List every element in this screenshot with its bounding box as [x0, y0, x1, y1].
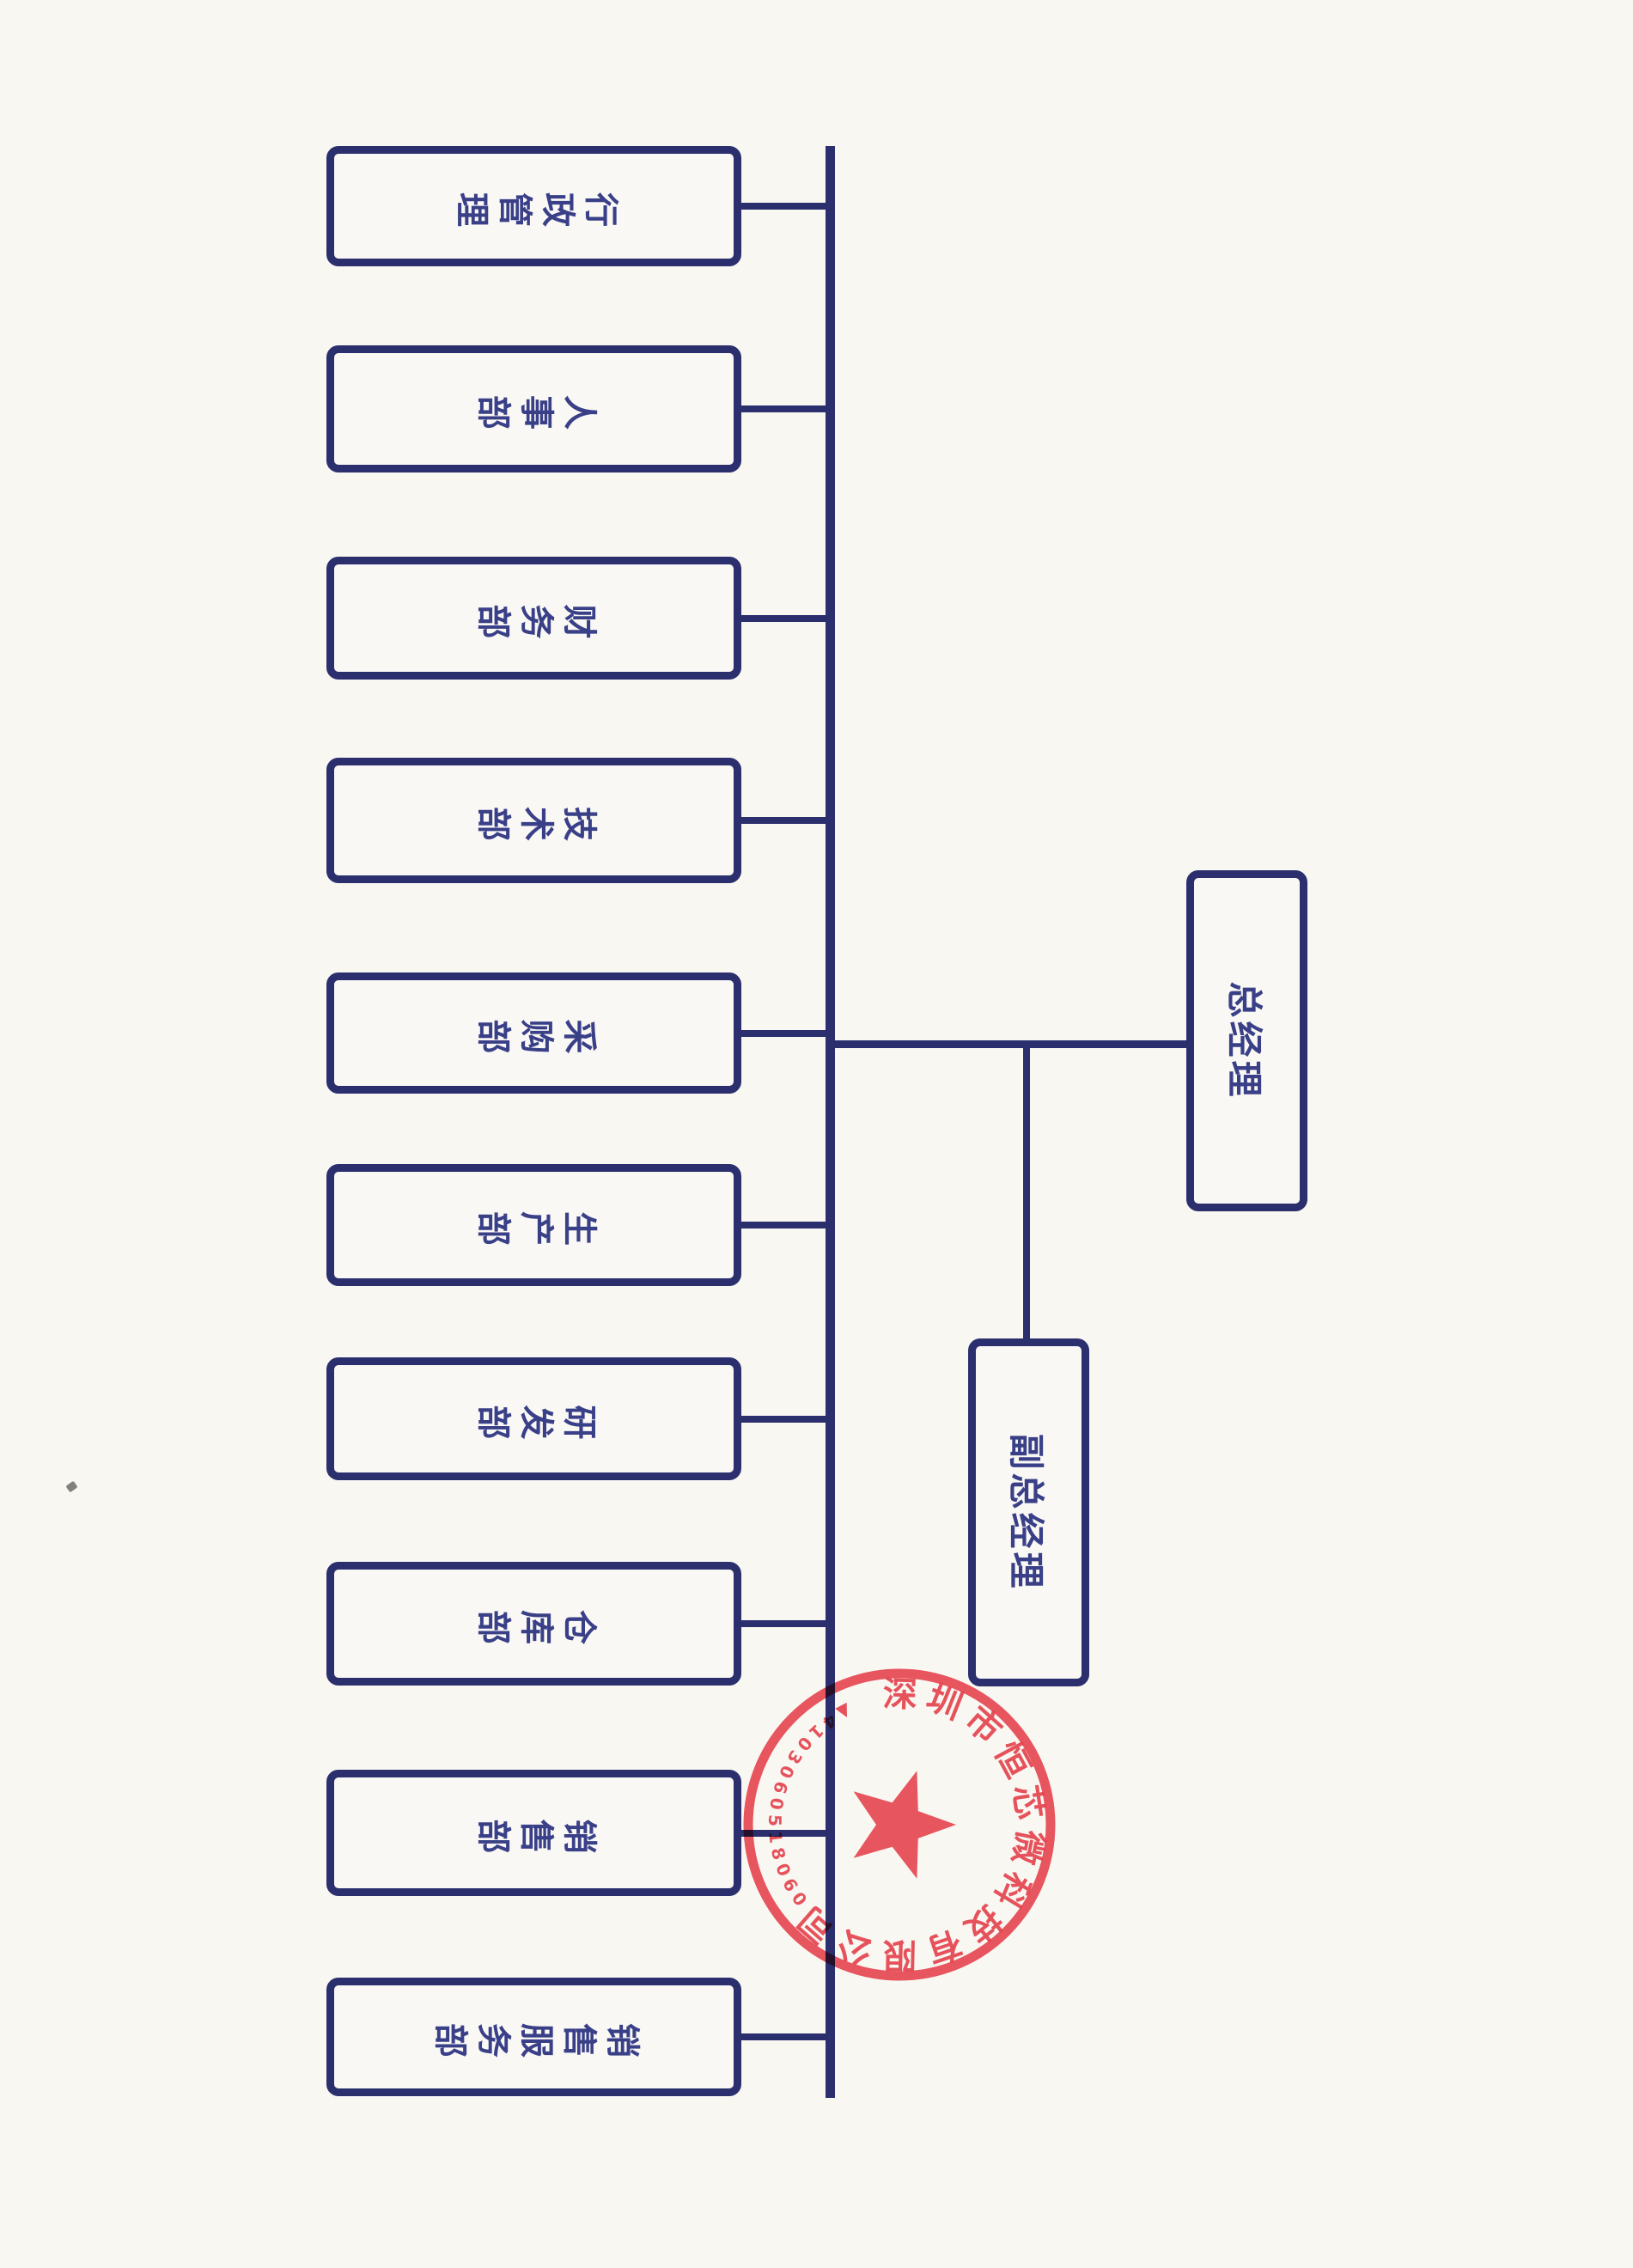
dept-connector [740, 1620, 831, 1627]
dept-box-sales-service: 销售服务部 [326, 1978, 741, 2096]
dept-connector [740, 817, 831, 824]
seal-star-icon [853, 1771, 956, 1879]
dept-connector [740, 615, 831, 622]
dept-connector [740, 203, 831, 210]
dept-label: 技术部 [469, 801, 599, 840]
dept-box-finance: 财务部 [326, 557, 741, 680]
dept-label: 生产部 [469, 1205, 599, 1245]
dept-label: 销售服务部 [426, 2017, 642, 2057]
dept-box-sales: 销售部 [326, 1770, 741, 1896]
dept-label: 销售部 [469, 1813, 599, 1853]
dept-connector [740, 1030, 831, 1037]
dept-connector [740, 1416, 831, 1423]
gm-label: 总经理 [1223, 981, 1265, 1100]
dept-box-production: 生产部 [326, 1164, 741, 1286]
dept-box-rnd: 研发部 [326, 1357, 741, 1480]
dgm-label: 副总经理 [1005, 1433, 1047, 1592]
gm-connector-line [830, 1040, 1189, 1048]
dept-label: 仓库部 [469, 1604, 599, 1643]
dept-label: 财务部 [469, 598, 599, 638]
dept-connector [740, 405, 831, 412]
dept-box-hr: 人事部 [326, 345, 741, 472]
gm-box: 总经理 [1186, 870, 1307, 1211]
dept-box-warehouse: 仓库部 [326, 1562, 741, 1686]
dept-box-technology: 技术部 [326, 758, 741, 883]
dept-connector [740, 2033, 831, 2040]
dept-label: 人事部 [469, 389, 599, 429]
dgm-box: 副总经理 [968, 1338, 1089, 1686]
seal-ring [743, 1668, 1056, 1981]
dept-label: 行政管理 [448, 186, 620, 226]
dept-label: 研发部 [469, 1399, 599, 1439]
dept-box-admin: 行政管理 [326, 146, 741, 266]
company-seal-stamp: 深圳市恒芯微科技有限公司 ▲4103060518060 [743, 1668, 1056, 1981]
dept-box-purchasing: 采购部 [326, 972, 741, 1094]
dept-connector [740, 1222, 831, 1228]
dept-label: 采购部 [469, 1013, 599, 1053]
dgm-branch-line [1023, 1040, 1030, 1344]
